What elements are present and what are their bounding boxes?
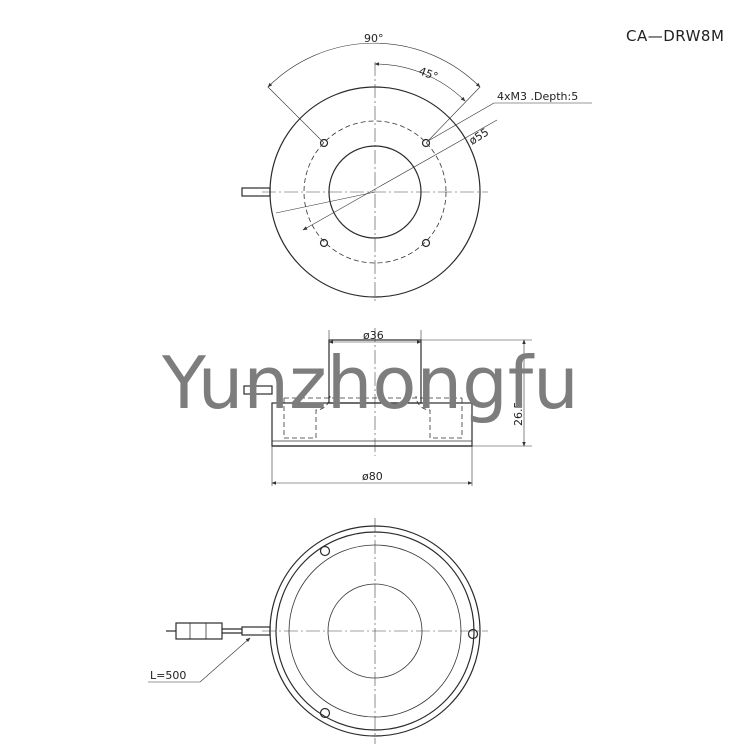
inner-diameter-label: ø36 — [363, 329, 384, 342]
side-cable-stub — [243, 385, 273, 395]
mount-hole — [421, 238, 431, 248]
angle-90-label: 90° — [364, 32, 384, 45]
rim-hole — [319, 707, 331, 719]
bottom-view: L=500 — [148, 518, 488, 744]
watermark: Yunzhongfu — [161, 341, 579, 425]
rim-hole — [467, 628, 479, 640]
model-number: CA—DRW8M — [626, 27, 724, 45]
mount-hole — [319, 138, 329, 148]
side-view: ø36 26.5 ø80 — [243, 328, 532, 486]
top-view: 90° 45° 4xM3 .Depth:5 ø55 — [241, 32, 592, 302]
holes-callout: 4xM3 .Depth:5 — [497, 90, 578, 103]
cable-length-label: L=500 — [150, 669, 186, 682]
mount-hole — [421, 138, 431, 148]
bolt-circle-label: ø55 — [467, 126, 491, 148]
top-cable-stub — [241, 187, 271, 197]
mount-hole — [319, 238, 329, 248]
rim-hole — [319, 545, 331, 557]
outer-diameter-label: ø80 — [362, 470, 383, 483]
cable-connector — [175, 622, 223, 640]
bottom-cable-stub — [241, 626, 271, 636]
angle-45-label: 45° — [417, 65, 440, 84]
height-label: 26.5 — [512, 402, 525, 427]
